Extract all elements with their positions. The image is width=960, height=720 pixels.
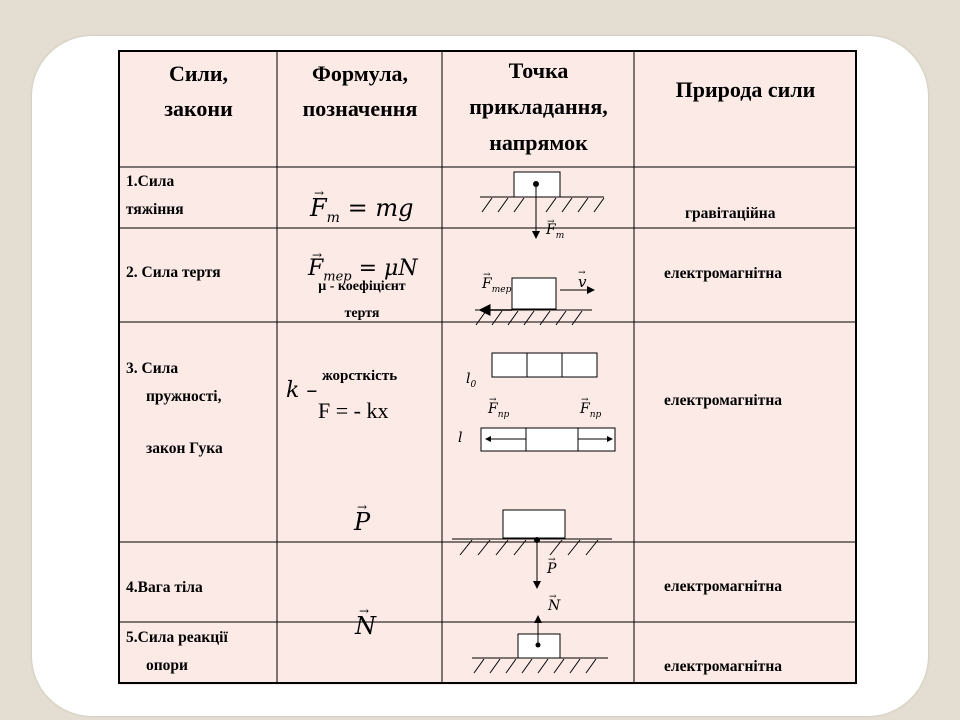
stiffness-note: жорсткість — [322, 368, 398, 384]
row-gravity-nature: гравітаційна — [685, 205, 776, 222]
weight-diagram — [452, 509, 612, 589]
gravity-formula: →Fт = mg — [310, 186, 414, 226]
row-normal-nature: електромагнітна — [664, 658, 783, 675]
stiffness-symbol: k – — [286, 378, 318, 403]
header-formula: Формула,позначення — [302, 61, 418, 121]
normal-force-diagram — [472, 615, 608, 674]
normal-force-symbol: →N — [355, 604, 376, 640]
row-elastic-label: 3. Сила пружності, закон Гука — [126, 360, 223, 457]
forces-table — [118, 50, 857, 685]
hooke-law-formula: F = - kx — [318, 398, 389, 423]
friction-diagram — [475, 277, 595, 326]
header-forces: Сили,закони — [164, 61, 233, 121]
row-friction-nature: електромагнітна — [664, 265, 783, 282]
gravity-vector-label: →Fт — [546, 217, 565, 241]
gravity-diagram — [480, 171, 605, 239]
l-label: l — [458, 430, 463, 446]
row-weight-nature: електромагнітна — [664, 578, 783, 595]
header-nature: Природа сили — [675, 77, 816, 102]
elastic-vector-right-label: →Fпр — [580, 395, 602, 420]
row-weight-label: 4.Вага тіла — [126, 579, 203, 596]
weight-vector-label: →P — [547, 555, 557, 577]
friction-vector-label: →Fтер — [482, 270, 512, 295]
elastic-vector-left-label: →Fпр — [488, 395, 510, 420]
velocity-label: →v — [578, 268, 587, 291]
friction-formula: →Fтер = μN — [308, 248, 418, 285]
normal-vector-label: →N — [548, 592, 561, 614]
weight-symbol: →P — [354, 500, 371, 536]
l0-label: l0 — [466, 371, 477, 390]
row-elastic-nature: електромагнітна — [664, 392, 783, 409]
row-friction-label: 2. Сила тертя — [126, 264, 221, 281]
row-normal-label: 5.Сила реакції опори — [126, 629, 228, 674]
spring-diagram — [480, 352, 616, 452]
